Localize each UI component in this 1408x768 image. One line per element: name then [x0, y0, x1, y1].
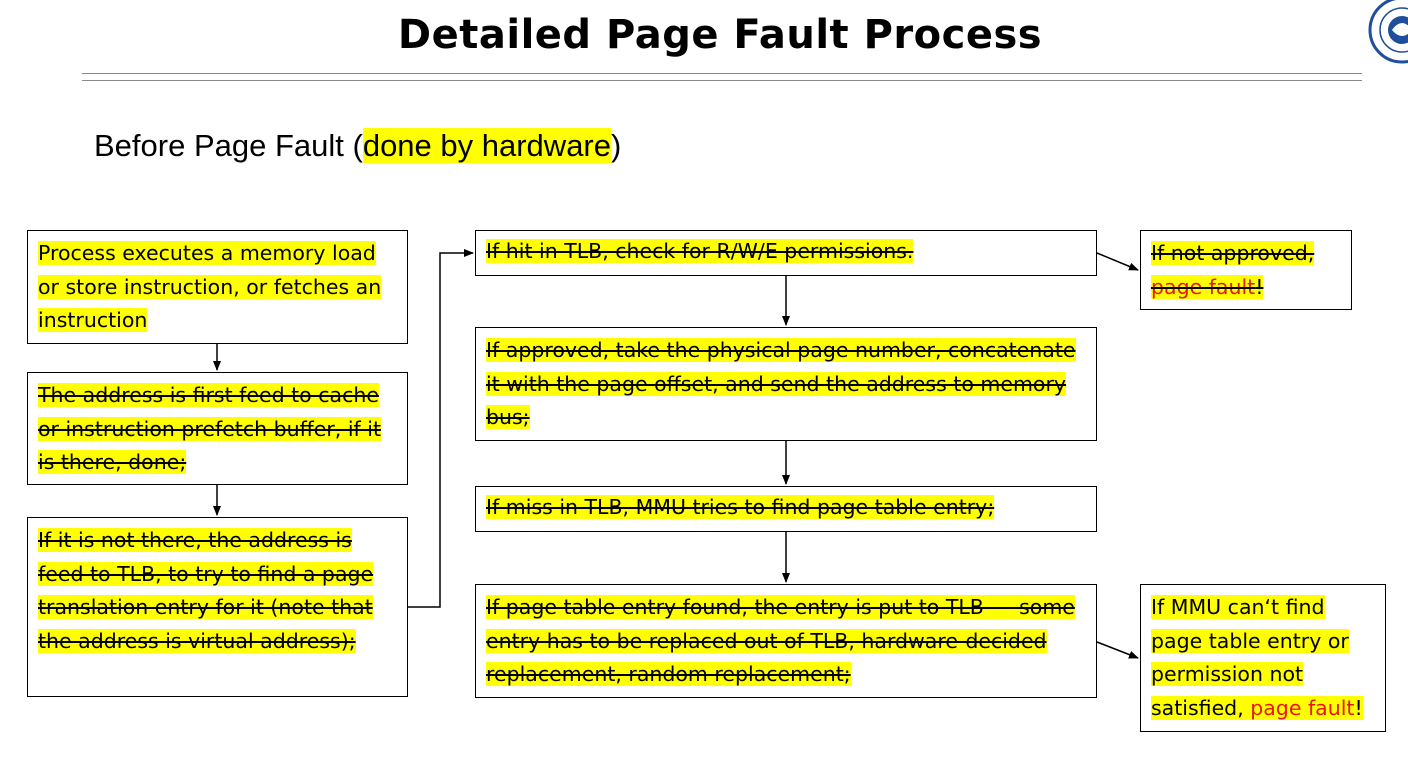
step-approved-box: If approved, take the physical page numb… [475, 327, 1097, 441]
arrow-c1-d1 [1096, 252, 1139, 271]
subtitle-prefix: Before Page Fault ( [94, 128, 363, 163]
step-tlb-lookup-box: If it is not there, the address is feed … [27, 517, 408, 697]
title-divider-bottom [82, 80, 1362, 81]
step-tlb-hit-box: If hit in TLB, check for R/W/E permissio… [475, 230, 1097, 276]
step-tlb-miss-text: If miss in TLB, MMU tries to find page t… [486, 495, 995, 519]
outcome-not-approved-suffix: ! [1255, 274, 1264, 299]
outcome-mmu-fault-fault: page fault [1250, 695, 1355, 720]
outcome-not-approved-prefix: If not approved, [1151, 241, 1315, 265]
page-title: Detailed Page Fault Process [397, 12, 1043, 58]
university-seal-icon [1362, 0, 1408, 64]
step-cache-check-box: The address is first feed to cache or in… [27, 372, 408, 485]
outcome-not-approved-box: If not approved, page fault! [1140, 230, 1352, 310]
subtitle-suffix: ) [611, 128, 622, 163]
outcome-mmu-fault-box: If MMU can‘t find page table entry or pe… [1140, 584, 1386, 732]
arrow-c4-d2 [1096, 641, 1139, 659]
step-tlb-miss-box: If miss in TLB, MMU tries to find page t… [475, 486, 1097, 532]
title-divider-top [82, 73, 1362, 74]
arrow-b3-c1 [408, 249, 474, 608]
step-entry-found-box: If page table entry found, the entry is … [475, 584, 1097, 698]
step-tlb-hit-text: If hit in TLB, check for R/W/E permissio… [486, 239, 914, 263]
outcome-mmu-fault-suffix: ! [1354, 695, 1363, 720]
outcome-mmu-fault-prefix: If MMU can‘t find page table entry or pe… [1151, 595, 1349, 720]
subtitle-highlight: done by hardware [362, 128, 611, 163]
step-cache-check-text: The address is first feed to cache or in… [38, 383, 381, 474]
outcome-not-approved-fault: page fault [1151, 274, 1256, 299]
step-memory-access-box: Process executes a memory load or store … [27, 230, 408, 344]
step-entry-found-text: If page table entry found, the entry is … [486, 595, 1075, 686]
section-subtitle: Before Page Fault (done by hardware) [94, 128, 621, 164]
